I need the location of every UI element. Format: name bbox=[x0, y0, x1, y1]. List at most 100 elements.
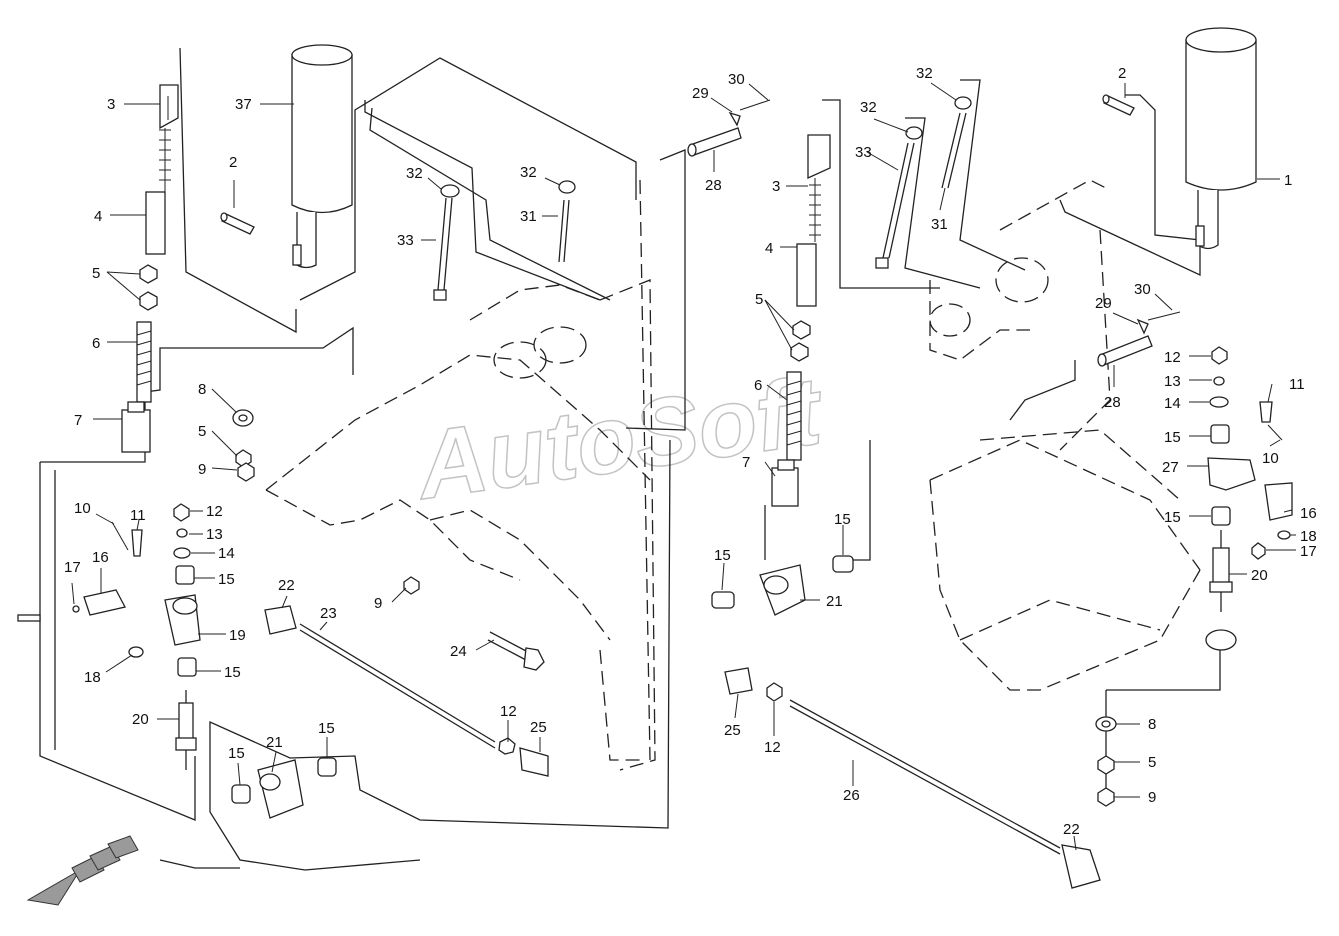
lever-19-left bbox=[164, 565, 201, 770]
handle-37 bbox=[291, 44, 353, 269]
callout-label: 5 bbox=[755, 291, 763, 308]
callout-label: 15 bbox=[714, 547, 731, 564]
callout-label: 17 bbox=[1300, 543, 1317, 560]
callout-label: 2 bbox=[1118, 65, 1126, 82]
callout-label: 9 bbox=[198, 461, 206, 478]
turnbuckle-4-right bbox=[796, 243, 817, 307]
bolts-32-33-right bbox=[875, 96, 972, 269]
callout-label: 10 bbox=[74, 500, 91, 517]
callout-label: 27 bbox=[1162, 459, 1179, 476]
clevis-7-right bbox=[771, 459, 799, 507]
bolt-24 bbox=[487, 631, 545, 671]
nuts-5-left bbox=[139, 264, 158, 311]
callout-label: 32 bbox=[860, 99, 877, 116]
cable-23-left bbox=[264, 605, 549, 777]
callout-label: 23 bbox=[320, 605, 337, 622]
turnbuckle-4-left bbox=[145, 191, 166, 255]
callout-label: 4 bbox=[94, 208, 102, 225]
callout-label: 5 bbox=[92, 265, 100, 282]
watermark: AutoSoft bbox=[409, 357, 831, 520]
callout-label: 33 bbox=[855, 144, 872, 161]
callout-label: 7 bbox=[74, 412, 82, 429]
callout-label: 15 bbox=[218, 571, 235, 588]
callout-label: 19 bbox=[229, 627, 246, 644]
callout-label: 32 bbox=[406, 165, 423, 182]
callout-label: 28 bbox=[705, 177, 722, 194]
handle-1 bbox=[1185, 27, 1257, 250]
washer-nut-stack-left bbox=[232, 409, 255, 482]
callout-label: 3 bbox=[772, 178, 780, 195]
callout-label: 26 bbox=[843, 787, 860, 804]
nut-9-center bbox=[403, 576, 420, 595]
callout-label: 20 bbox=[1251, 567, 1268, 584]
callout-label: 29 bbox=[1095, 295, 1112, 312]
callout-label: 21 bbox=[266, 734, 283, 751]
callout-labels: 3 37 2 4 5 6 7 8 5 9 10 11 12 13 14 17 1… bbox=[64, 65, 1317, 838]
callout-label: 17 bbox=[64, 559, 81, 576]
bracket-16-left bbox=[17, 521, 144, 658]
clevis-3-left bbox=[159, 84, 179, 192]
callout-label: 7 bbox=[742, 454, 750, 471]
pin-2-right bbox=[1102, 94, 1135, 116]
callout-label: 18 bbox=[84, 669, 101, 686]
left-housing-dashed bbox=[265, 179, 656, 771]
callout-label: 12 bbox=[500, 703, 517, 720]
right-frame-outline bbox=[764, 79, 1221, 800]
cable-26-right bbox=[724, 667, 1101, 889]
callout-label: 30 bbox=[1134, 281, 1151, 298]
callout-label: 15 bbox=[1164, 509, 1181, 526]
callout-label: 31 bbox=[931, 216, 948, 233]
callout-label: 5 bbox=[1148, 754, 1156, 771]
callout-label: 22 bbox=[278, 577, 295, 594]
right-housing-dashed bbox=[929, 179, 1201, 691]
callout-label: 11 bbox=[130, 507, 146, 524]
bracket-21-right bbox=[711, 555, 854, 616]
lever-27-right bbox=[1205, 346, 1256, 651]
callout-label: 32 bbox=[916, 65, 933, 82]
callout-label: 10 bbox=[1262, 450, 1279, 467]
callout-label: 16 bbox=[1300, 505, 1317, 522]
pin-28-29-30-right bbox=[1097, 311, 1181, 367]
callout-label: 28 bbox=[1104, 394, 1121, 411]
callout-label: 4 bbox=[765, 240, 773, 257]
callout-label: 1 bbox=[1284, 172, 1292, 189]
callout-label: 5 bbox=[198, 423, 206, 440]
callout-label: 13 bbox=[1164, 373, 1181, 390]
callout-label: 14 bbox=[218, 545, 235, 562]
callout-label: 13 bbox=[206, 526, 223, 543]
clevis-7-left bbox=[121, 401, 151, 453]
callout-label: 14 bbox=[1164, 395, 1181, 412]
callout-label: 33 bbox=[397, 232, 414, 249]
rod-6-left bbox=[136, 321, 152, 403]
pin-28-29-30-left bbox=[687, 99, 771, 157]
callout-label: 6 bbox=[92, 335, 100, 352]
callout-label: 32 bbox=[520, 164, 537, 181]
callout-label: 12 bbox=[206, 503, 223, 520]
callout-label: 15 bbox=[224, 664, 241, 681]
callout-label: 24 bbox=[450, 643, 467, 660]
hardware-12-13-14-left bbox=[173, 503, 191, 559]
callout-label: 18 bbox=[1300, 528, 1317, 545]
callout-label: 15 bbox=[1164, 429, 1181, 446]
callout-label: 16 bbox=[92, 549, 109, 566]
callout-label: 29 bbox=[692, 85, 709, 102]
callout-label: 37 bbox=[235, 96, 252, 113]
callout-label: 8 bbox=[198, 381, 206, 398]
callout-label: 15 bbox=[318, 720, 335, 737]
callout-label: 21 bbox=[826, 593, 843, 610]
callout-label: 30 bbox=[728, 71, 745, 88]
callout-label: 12 bbox=[1164, 349, 1181, 366]
callout-label: 15 bbox=[228, 745, 245, 762]
callout-label: 25 bbox=[724, 722, 741, 739]
bracket-16-right bbox=[1251, 401, 1293, 560]
callout-label: 6 bbox=[754, 377, 762, 394]
bolts-32-33-left bbox=[433, 180, 576, 301]
callout-label: 2 bbox=[229, 154, 237, 171]
callout-label: 8 bbox=[1148, 716, 1156, 733]
bracket-21-left bbox=[231, 757, 337, 819]
callout-label: 22 bbox=[1063, 821, 1080, 838]
callout-label: 9 bbox=[374, 595, 382, 612]
rod-6-right bbox=[786, 371, 802, 461]
